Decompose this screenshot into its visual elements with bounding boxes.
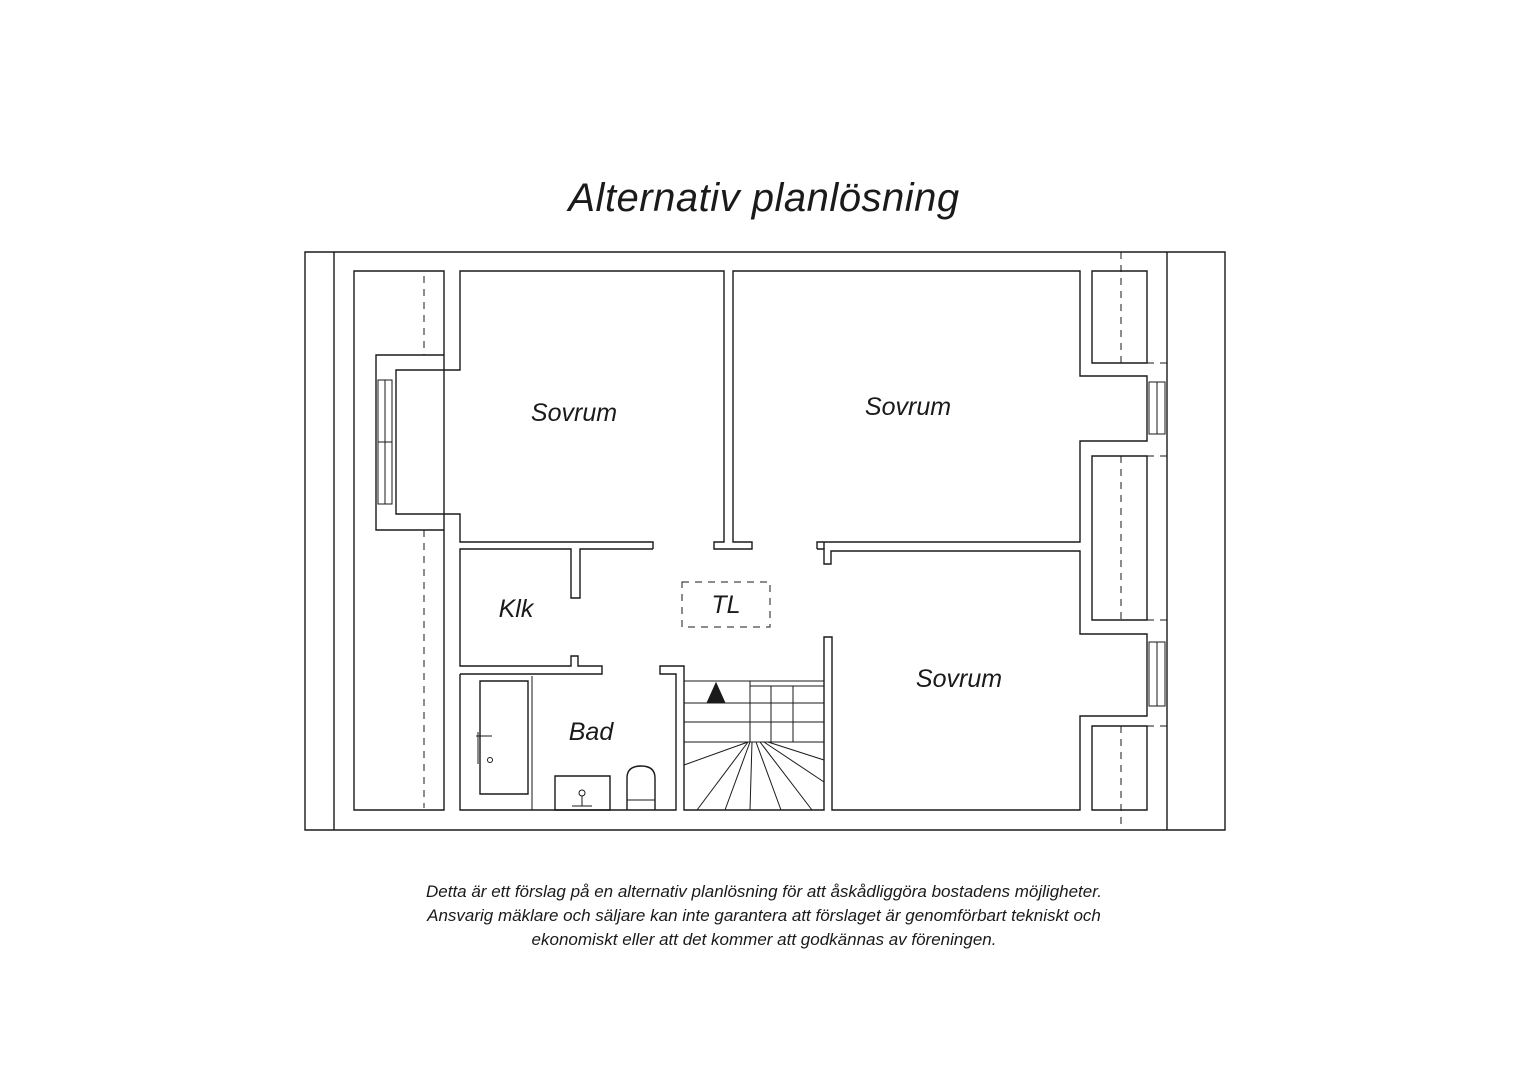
toilet	[627, 766, 655, 810]
label-bedroom-top-left: Sovrum	[531, 399, 617, 427]
floorplan-title: Alternativ planlösning	[568, 176, 960, 220]
disclaimer-line-1: Detta är ett förslag på en alternativ pl…	[426, 882, 1102, 901]
label-bedroom-bottom-right: Sovrum	[916, 665, 1002, 693]
staircase	[684, 681, 824, 810]
label-closet: Klk	[499, 595, 535, 623]
sink-tap	[579, 790, 585, 796]
disclaimer-line-2: Ansvarig mäklare och säljare kan inte ga…	[427, 906, 1101, 925]
label-laundry: TL	[711, 591, 740, 619]
right-storage-bottom	[1092, 726, 1147, 810]
disclaimer-line-3: ekonomiskt eller att det kommer att godk…	[531, 930, 997, 949]
label-bathroom: Bad	[569, 718, 615, 746]
left-dormer-outer	[376, 355, 444, 530]
stair-arrow	[707, 683, 725, 703]
bathroom-walls	[460, 666, 684, 810]
laundry-area	[682, 582, 770, 627]
closet-walls	[460, 549, 653, 674]
left-storage	[354, 271, 444, 810]
right-storage-top	[1092, 271, 1147, 363]
bedroom-bottom-right-walls	[684, 549, 1147, 810]
label-bedroom-top-right: Sovrum	[865, 393, 951, 421]
disclaimer: Detta är ett förslag på en alternativ pl…	[0, 880, 1528, 952]
outer-frame	[305, 252, 1225, 830]
bathtub	[480, 681, 528, 794]
sink	[555, 776, 610, 810]
bath-drain	[488, 758, 493, 763]
bedroom-top-left-walls	[396, 271, 1147, 549]
right-storage-middle	[1092, 456, 1147, 620]
